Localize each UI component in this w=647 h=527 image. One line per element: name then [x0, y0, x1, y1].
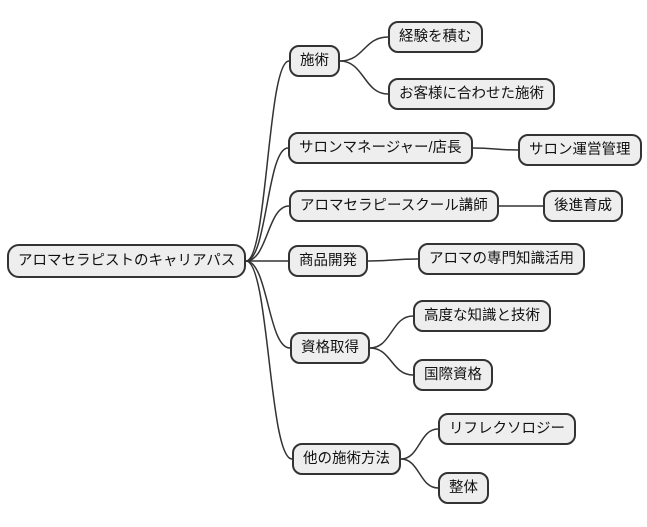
node-okyakusama: お客様に合わせた施術 — [388, 78, 555, 110]
edge-root-school-koushi — [245, 205, 290, 262]
node-sejutsu: 施術 — [289, 45, 340, 77]
edge-root-sejutsu — [245, 60, 290, 262]
node-koudo-chishiki: 高度な知識と技術 — [413, 300, 551, 332]
node-salon-unei: サロン運営管理 — [518, 134, 642, 166]
edge-hoka-sejutsu-seitai — [400, 458, 439, 489]
node-keiken: 経験を積む — [388, 21, 483, 53]
edge-root-hoka-sejutsu — [245, 260, 293, 460]
edge-hoka-sejutsu-reflexology — [400, 428, 439, 460]
edge-shikaku-shutoku-kokusai-shikaku — [369, 347, 414, 376]
node-salon-mgr: サロンマネージャー/店長 — [288, 132, 473, 164]
node-reflexology: リフレクソロジー — [438, 413, 576, 445]
edge-sejutsu-okyakusama — [339, 60, 389, 95]
edge-root-shikaku-shutoku — [245, 260, 291, 349]
node-aroma-chishiki: アロマの専門知識活用 — [418, 243, 585, 275]
edge-shouhin-kaihatsu-aroma-chishiki — [367, 258, 419, 262]
node-shikaku-shutoku: 資格取得 — [290, 332, 370, 364]
edge-root-salon-mgr — [245, 147, 289, 262]
edge-sejutsu-keiken — [339, 36, 389, 62]
node-school-koushi: アロマセラピースクール講師 — [289, 190, 499, 222]
edge-shikaku-shutoku-koudo-chishiki — [369, 315, 414, 349]
node-root: アロマセラピストのキャリアパス — [7, 244, 247, 278]
node-koushin-ikusei: 後進育成 — [543, 190, 623, 222]
node-seitai: 整体 — [438, 472, 489, 504]
node-hoka-sejutsu: 他の施術方法 — [292, 443, 401, 475]
node-shouhin-kaihatsu: 商品開発 — [288, 245, 368, 277]
node-kokusai-shikaku: 国際資格 — [413, 359, 493, 391]
edge-salon-mgr-salon-unei — [472, 147, 519, 151]
